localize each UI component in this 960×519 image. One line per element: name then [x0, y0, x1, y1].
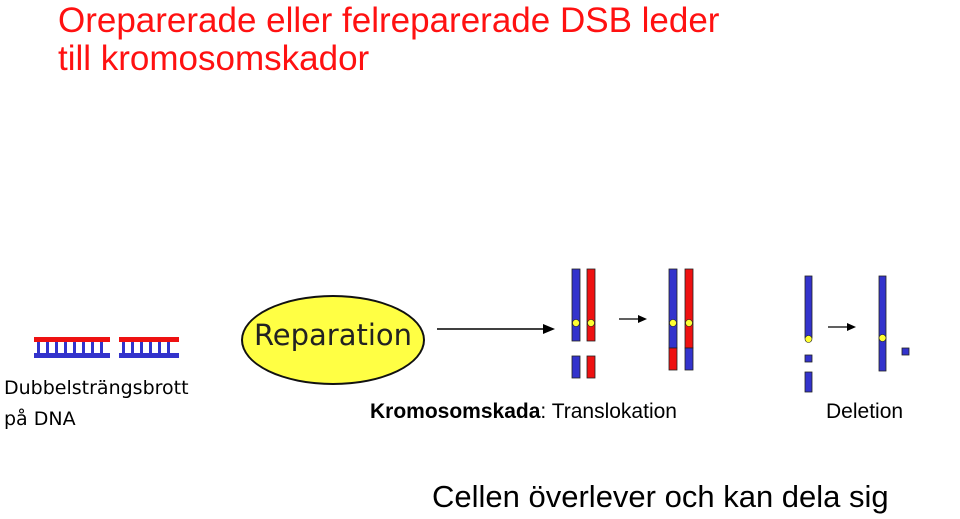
centromere-icon — [878, 334, 887, 342]
dna-label-line-1: Dubbelsträngsbrott — [4, 377, 189, 399]
centromere-icon — [587, 319, 595, 327]
repair-ellipse — [241, 295, 425, 385]
dna-fragment-left — [34, 337, 110, 358]
damage-caption: Kromosomskada: Translokation — [370, 400, 677, 424]
chromosome-deleted — [878, 275, 910, 372]
dna-fragment-right — [119, 337, 179, 358]
dna-label-line-2: på DNA — [4, 408, 76, 430]
outcome-text: Cellen överlever och kan dela sig — [432, 479, 889, 514]
centromere-icon — [572, 319, 580, 327]
damage-prefix: Kromosomskada — [370, 400, 541, 423]
dna-break-label: Dubbelsträngsbrott på DNA — [4, 373, 189, 435]
damage-separator: : — [540, 400, 552, 423]
title-line-2: till kromosomskador — [58, 39, 370, 78]
arrow-to-damage — [437, 324, 555, 334]
arrow-translocation — [619, 315, 647, 323]
repair-label: Reparation — [253, 318, 413, 352]
title-line-1: Oreparerade eller felreparerade DSB lede… — [58, 1, 720, 40]
damage-translocation: Translokation — [551, 400, 677, 423]
deleted-fragment — [901, 347, 910, 356]
chromosome-pair-broken — [571, 268, 596, 379]
centromere-icon — [669, 319, 677, 327]
arrow-deletion — [828, 323, 856, 331]
centromere-icon — [685, 319, 693, 327]
slide-title: Oreparerade eller felreparerade DSB lede… — [58, 2, 938, 78]
chromosome-broken-deletion — [804, 275, 813, 393]
damage-deletion: Deletion — [826, 400, 904, 423]
centromere-icon — [804, 335, 813, 343]
chromosome-pair-translocated — [668, 268, 694, 371]
